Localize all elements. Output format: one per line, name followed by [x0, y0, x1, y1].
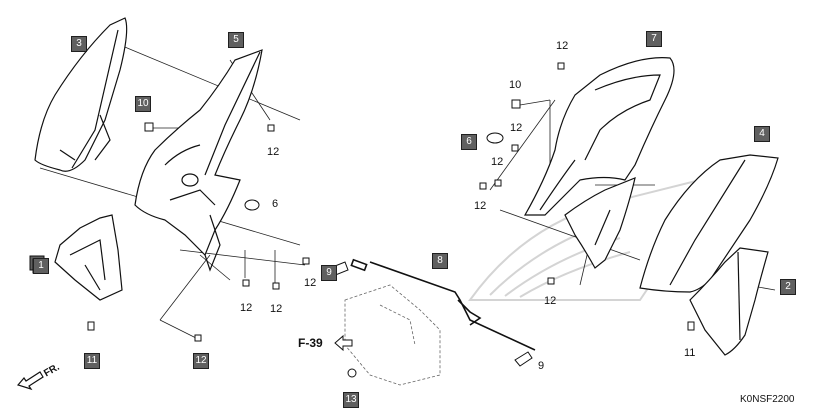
- part-13-label: 13: [343, 392, 359, 408]
- part-2-label: 2: [780, 279, 796, 295]
- part-5-outer-shroud: [134, 49, 263, 272]
- f39-reference: F-39: [298, 336, 323, 350]
- diagram-code: K0NSF2200: [740, 394, 795, 405]
- callout-9: 9: [538, 360, 545, 372]
- part-4-outer-shroud: [639, 154, 779, 293]
- part-7-inner-shroud: [523, 57, 675, 216]
- part-8-label: 8: [432, 253, 448, 269]
- part-9-label: 9: [321, 265, 337, 281]
- f39-arrow: [334, 334, 353, 352]
- phantom-bracket: [344, 284, 441, 386]
- part-3-inner-shroud: [34, 17, 128, 172]
- callout-12: 12: [270, 303, 283, 315]
- inner-bracket: [564, 177, 636, 269]
- part-8-stay: [350, 258, 536, 351]
- part-2-lower-cover: [689, 247, 769, 356]
- part-5-label: 5: [228, 32, 244, 48]
- part-1-label: 1: [33, 258, 49, 274]
- callout-12: 12: [510, 122, 523, 134]
- callout-12: 12: [474, 200, 487, 212]
- callout-12: 12: [267, 146, 280, 158]
- part-4-label: 4: [754, 126, 770, 142]
- fasteners: [87, 62, 695, 378]
- part-6-label: 6: [461, 134, 477, 150]
- part-10-label: 10: [135, 96, 151, 112]
- part-12-label: 12: [193, 353, 209, 369]
- callout-11: 11: [684, 347, 696, 359]
- callout-10: 10: [509, 79, 522, 91]
- callout-12: 12: [304, 277, 317, 289]
- callout-12: 12: [240, 302, 253, 314]
- callout-12: 12: [491, 156, 504, 168]
- fr-arrow-icon: [16, 371, 44, 391]
- part-7-label: 7: [646, 31, 662, 47]
- part-11-label: 11: [84, 353, 100, 369]
- callout-12: 12: [556, 40, 569, 52]
- callout-6: 6: [272, 198, 279, 210]
- part-1-bracket: [54, 214, 123, 301]
- part-3-label: 3: [71, 36, 87, 52]
- callout-12: 12: [544, 295, 557, 307]
